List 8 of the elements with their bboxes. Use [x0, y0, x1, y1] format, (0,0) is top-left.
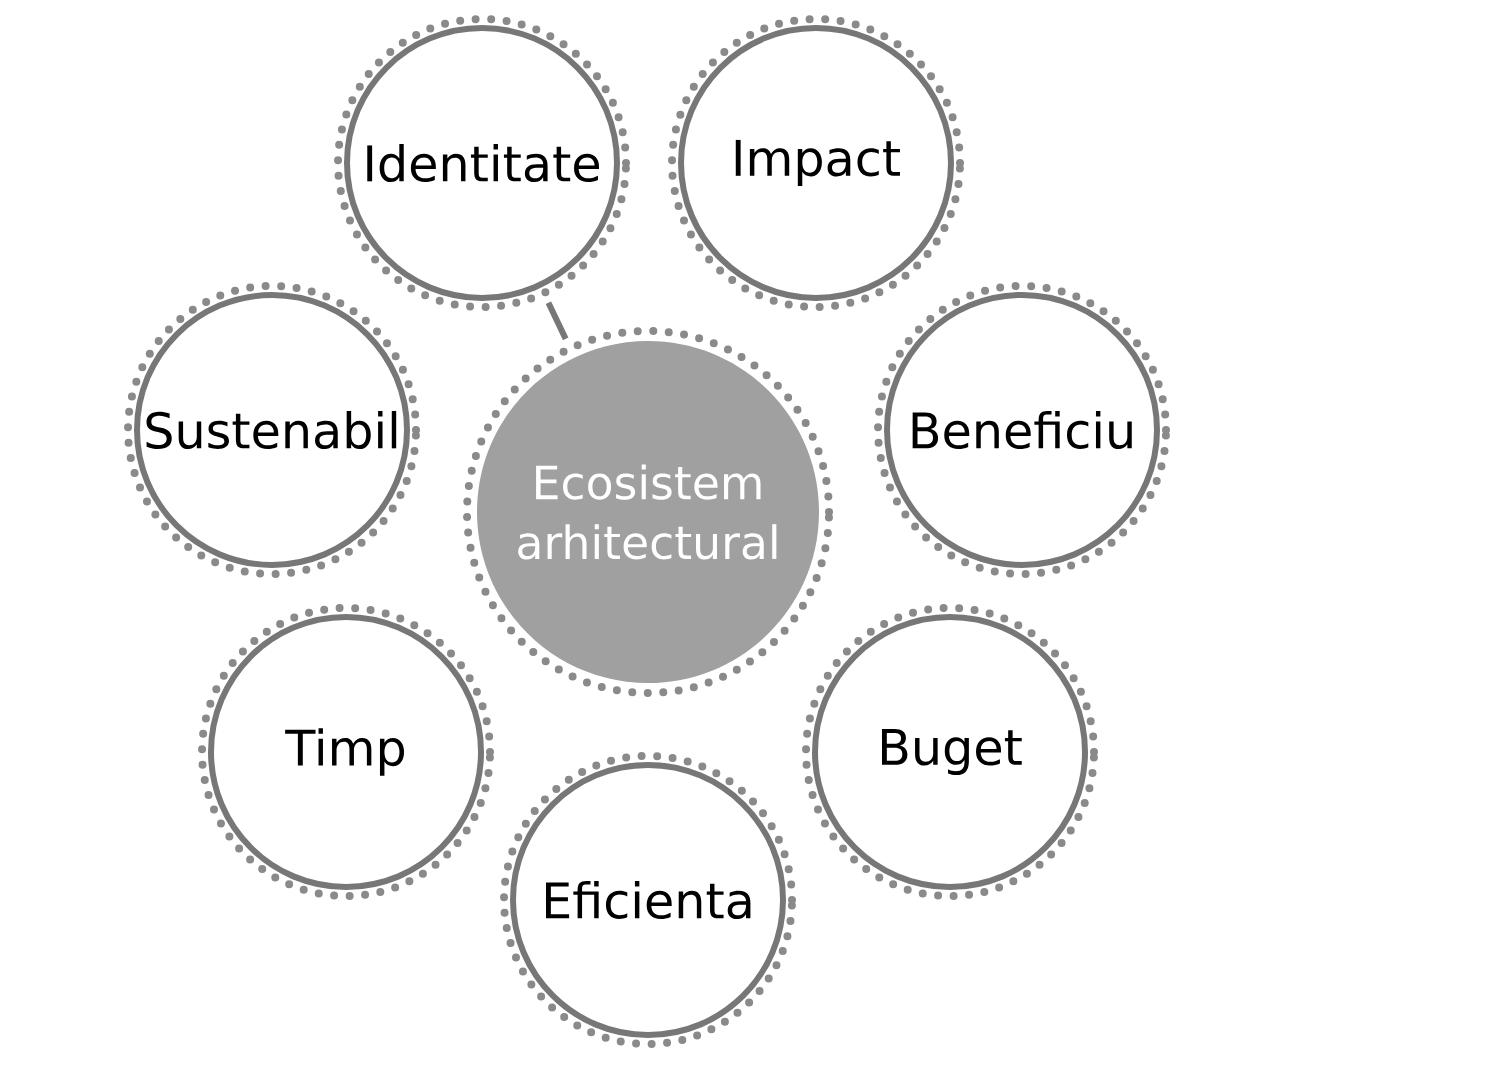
- circle-node: Sustenabil: [124, 282, 420, 578]
- circle-node: Buget: [802, 604, 1098, 900]
- circle-node: Identitate: [334, 15, 630, 311]
- circle-node: Timp: [198, 604, 494, 900]
- connector-line: [545, 301, 569, 341]
- circle-node: Beneficiu: [874, 282, 1170, 578]
- circle-node: Impact: [668, 15, 964, 311]
- circle-node: Eficienta: [500, 752, 796, 1048]
